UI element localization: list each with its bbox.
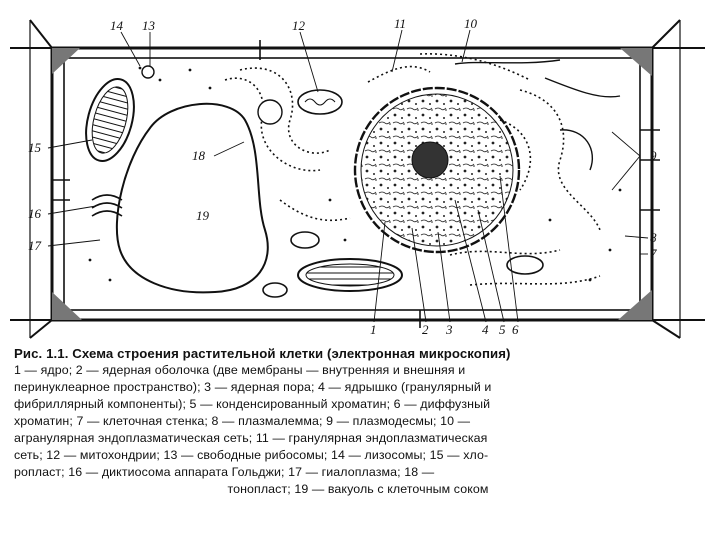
caption-last-line: тонопласт; 19 — вакуоль с клеточным соко… <box>227 482 489 496</box>
label-15: 15 <box>28 140 42 155</box>
label-2: 2 <box>422 322 429 337</box>
nucleolus <box>411 141 449 179</box>
label-9: 9 <box>650 148 657 163</box>
plant-cell-diagram: 14 13 12 11 10 15 18 19 16 17 9 8 7 1 2 … <box>10 16 705 339</box>
chloroplast <box>85 78 135 162</box>
caption-line: хроматин; 7 — клеточная стенка; 8 — плаз… <box>14 414 471 428</box>
vacuole <box>115 102 269 294</box>
label-17: 17 <box>28 238 42 253</box>
label-3: 3 <box>445 322 453 337</box>
label-5: 5 <box>499 322 506 337</box>
plasmodesmata <box>52 40 660 328</box>
label-8: 8 <box>650 230 657 245</box>
label-11: 11 <box>394 16 406 31</box>
label-1: 1 <box>370 322 377 337</box>
free-ribosomes <box>88 66 622 282</box>
wall-corner-hatches <box>52 48 652 320</box>
leader-lines <box>47 29 649 323</box>
label-12: 12 <box>292 18 306 33</box>
caption-line: сеть; 12 — митохондрии; 13 — свободные р… <box>14 448 489 462</box>
label-6: 6 <box>512 322 519 337</box>
figure-caption: Рис. 1.1. Схема строения растительной кл… <box>14 345 702 498</box>
label-10: 10 <box>464 16 478 31</box>
caption-line: фибриллярный компоненты); 5 — конденсиро… <box>14 397 491 411</box>
caption-line: перинуклеарное пространство); 3 — ядерна… <box>14 380 492 394</box>
caption-title: Рис. 1.1. Схема строения растительной кл… <box>14 346 511 361</box>
label-4: 4 <box>482 322 489 337</box>
mitochondria <box>262 89 544 298</box>
nucleus <box>353 86 521 254</box>
label-13: 13 <box>142 18 156 33</box>
caption-line: 1 — ядро; 2 — ядерная оболочка (две мемб… <box>14 363 466 377</box>
label-16: 16 <box>28 206 42 221</box>
label-19: 19 <box>196 208 210 223</box>
label-14: 14 <box>110 18 124 33</box>
label-18: 18 <box>192 148 206 163</box>
lysosome <box>141 65 283 125</box>
cell-wall <box>10 19 705 339</box>
label-7: 7 <box>650 246 657 261</box>
dictyosome <box>91 194 123 217</box>
caption-line: ропласт; 16 — диктиосома аппарата Гольдж… <box>14 465 435 479</box>
smooth-er <box>454 59 621 171</box>
chloroplast <box>297 258 403 292</box>
caption-line: агранулярная эндоплазматическая сеть; 11… <box>14 431 488 445</box>
